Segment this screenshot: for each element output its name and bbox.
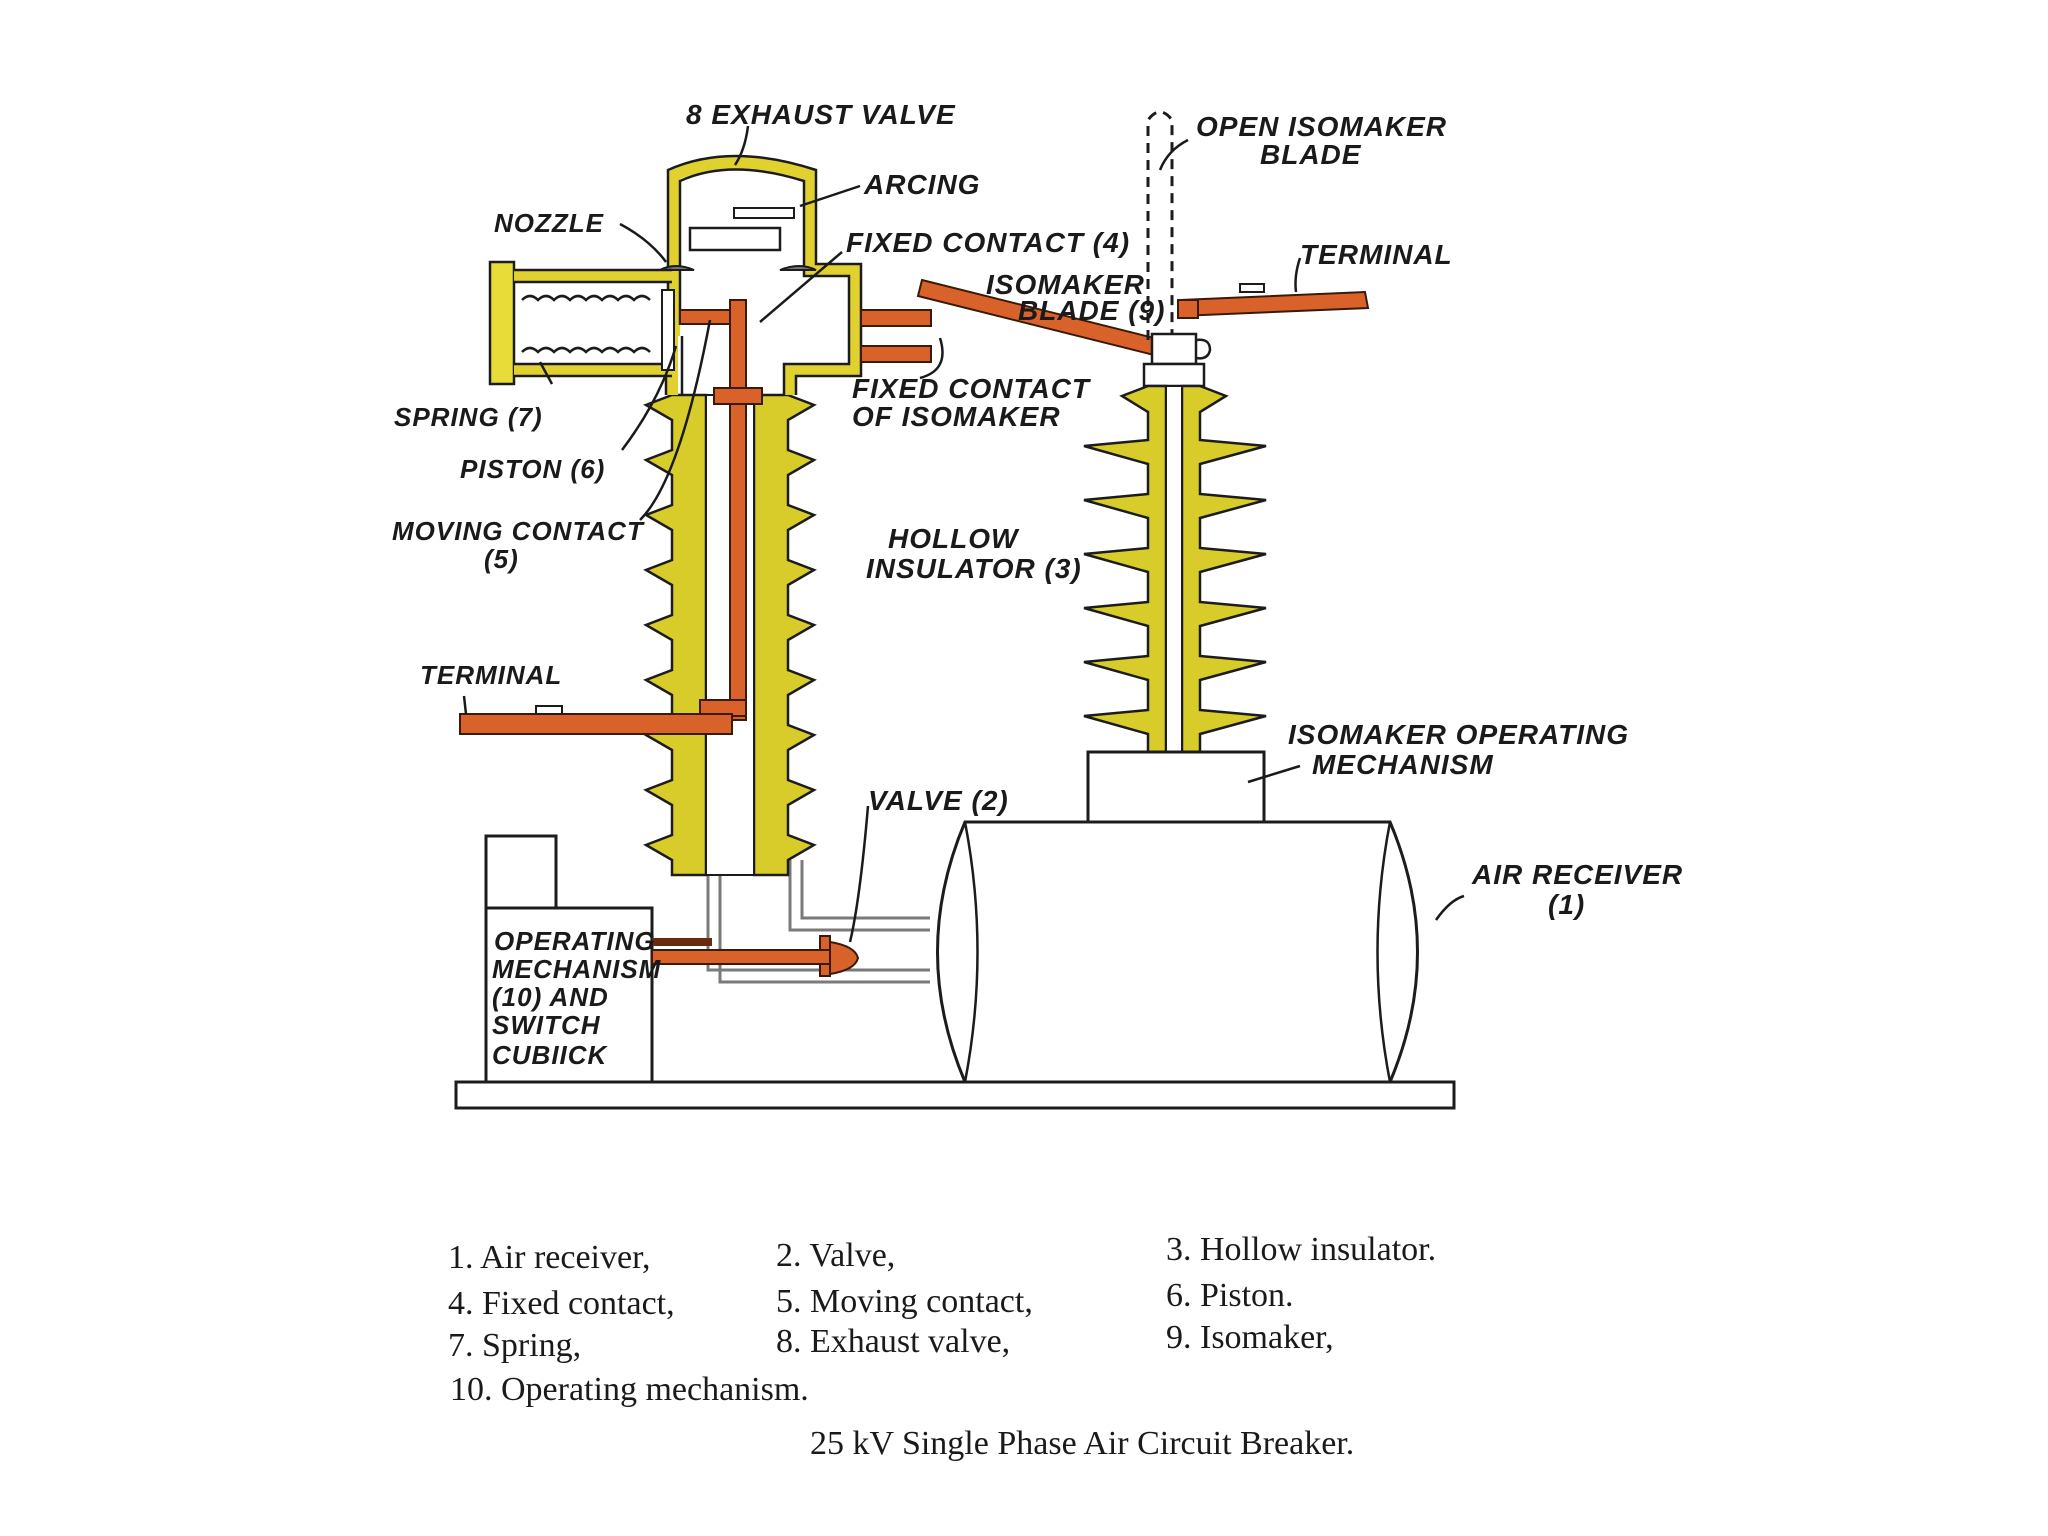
- fixed-contact-of-isomaker: [860, 309, 932, 363]
- label-isomaker-mechanism-line1: ISOMAKER OPERATING: [1288, 719, 1629, 750]
- label-op-mech-line5: CUBIICK: [492, 1040, 609, 1070]
- air-receiver-tank: [936, 820, 1419, 1084]
- label-op-mech-line4: SWITCH: [492, 1010, 601, 1040]
- label-nozzle: NOZZLE: [494, 208, 604, 238]
- label-open-isomaker-blade-line1: OPEN ISOMAKER: [1196, 111, 1447, 142]
- label-hollow-insulator-line1: HOLLOW: [888, 523, 1020, 554]
- moving-contact-rod: [679, 299, 763, 721]
- label-op-mech-line1: OPERATING: [494, 926, 656, 956]
- label-terminal-right: TERMINAL: [1300, 239, 1453, 270]
- label-fixed-contact-isomaker-line2: OF ISOMAKER: [852, 401, 1061, 432]
- figure-caption: 25 kV Single Phase Air Circuit Breaker.: [810, 1425, 1354, 1462]
- key-item-10: 10. Operating mechanism.: [450, 1371, 809, 1408]
- label-arcing: ARCING: [863, 169, 980, 200]
- key-item-8: 8. Exhaust valve,: [776, 1323, 1010, 1360]
- terminal-right: [1177, 283, 1370, 319]
- operating-mechanism-cubicle: [484, 834, 654, 1084]
- label-fixed-contact-isomaker-line1: FIXED CONTACT: [852, 373, 1092, 404]
- key-item-5: 5. Moving contact,: [776, 1283, 1033, 1320]
- label-hollow-insulator-line2: INSULATOR (3): [866, 553, 1082, 584]
- label-air-receiver-line1: AIR RECEIVER: [1471, 859, 1683, 890]
- spring-piston-assembly: [488, 260, 675, 386]
- label-exhaust-valve: 8 EXHAUST VALVE: [686, 99, 956, 130]
- label-open-isomaker-blade-line2: BLADE: [1260, 139, 1362, 170]
- operating-rod: [651, 938, 831, 965]
- label-op-mech-line2: MECHANISM: [492, 954, 662, 984]
- key-item-9: 9. Isomaker,: [1166, 1319, 1334, 1356]
- label-isomaker-blade-line2: BLADE (9): [1018, 295, 1165, 326]
- label-terminal-left: TERMINAL: [420, 660, 562, 690]
- key-item-2: 2. Valve,: [776, 1237, 895, 1274]
- parts-key: 1. Air receiver, 2. Valve, 3. Hollow ins…: [448, 1231, 1436, 1408]
- leader-lines: [462, 125, 1465, 943]
- label-air-receiver-line2: (1): [1548, 889, 1585, 920]
- arcing-chamber-housing: [659, 154, 863, 395]
- label-moving-contact-line1: MOVING CONTACT: [392, 516, 645, 546]
- key-item-4: 4. Fixed contact,: [448, 1285, 675, 1322]
- label-op-mech-line3: (10) AND: [492, 982, 609, 1012]
- label-isomaker-mechanism-line2: MECHANISM: [1312, 749, 1494, 780]
- diagram-labels: 8 EXHAUST VALVE ARCING NOZZLE FIXED CONT…: [392, 99, 1683, 1070]
- label-piston: PISTON (6): [460, 454, 605, 484]
- key-item-1: 1. Air receiver,: [448, 1239, 651, 1276]
- key-item-3: 3. Hollow insulator.: [1166, 1231, 1436, 1268]
- label-spring: SPRING (7): [394, 402, 543, 432]
- label-moving-contact-line2: (5): [484, 544, 519, 574]
- label-valve: VALVE (2): [868, 785, 1009, 816]
- label-fixed-contact: FIXED CONTACT (4): [846, 227, 1130, 258]
- terminal-left: [459, 705, 733, 735]
- key-item-6: 6. Piston.: [1166, 1277, 1294, 1314]
- isomaker-insulator: [1083, 332, 1267, 824]
- key-item-7: 7. Spring,: [448, 1327, 581, 1364]
- base-plate: [454, 1080, 1456, 1110]
- label-isomaker-blade-line1: ISOMAKER: [986, 269, 1145, 300]
